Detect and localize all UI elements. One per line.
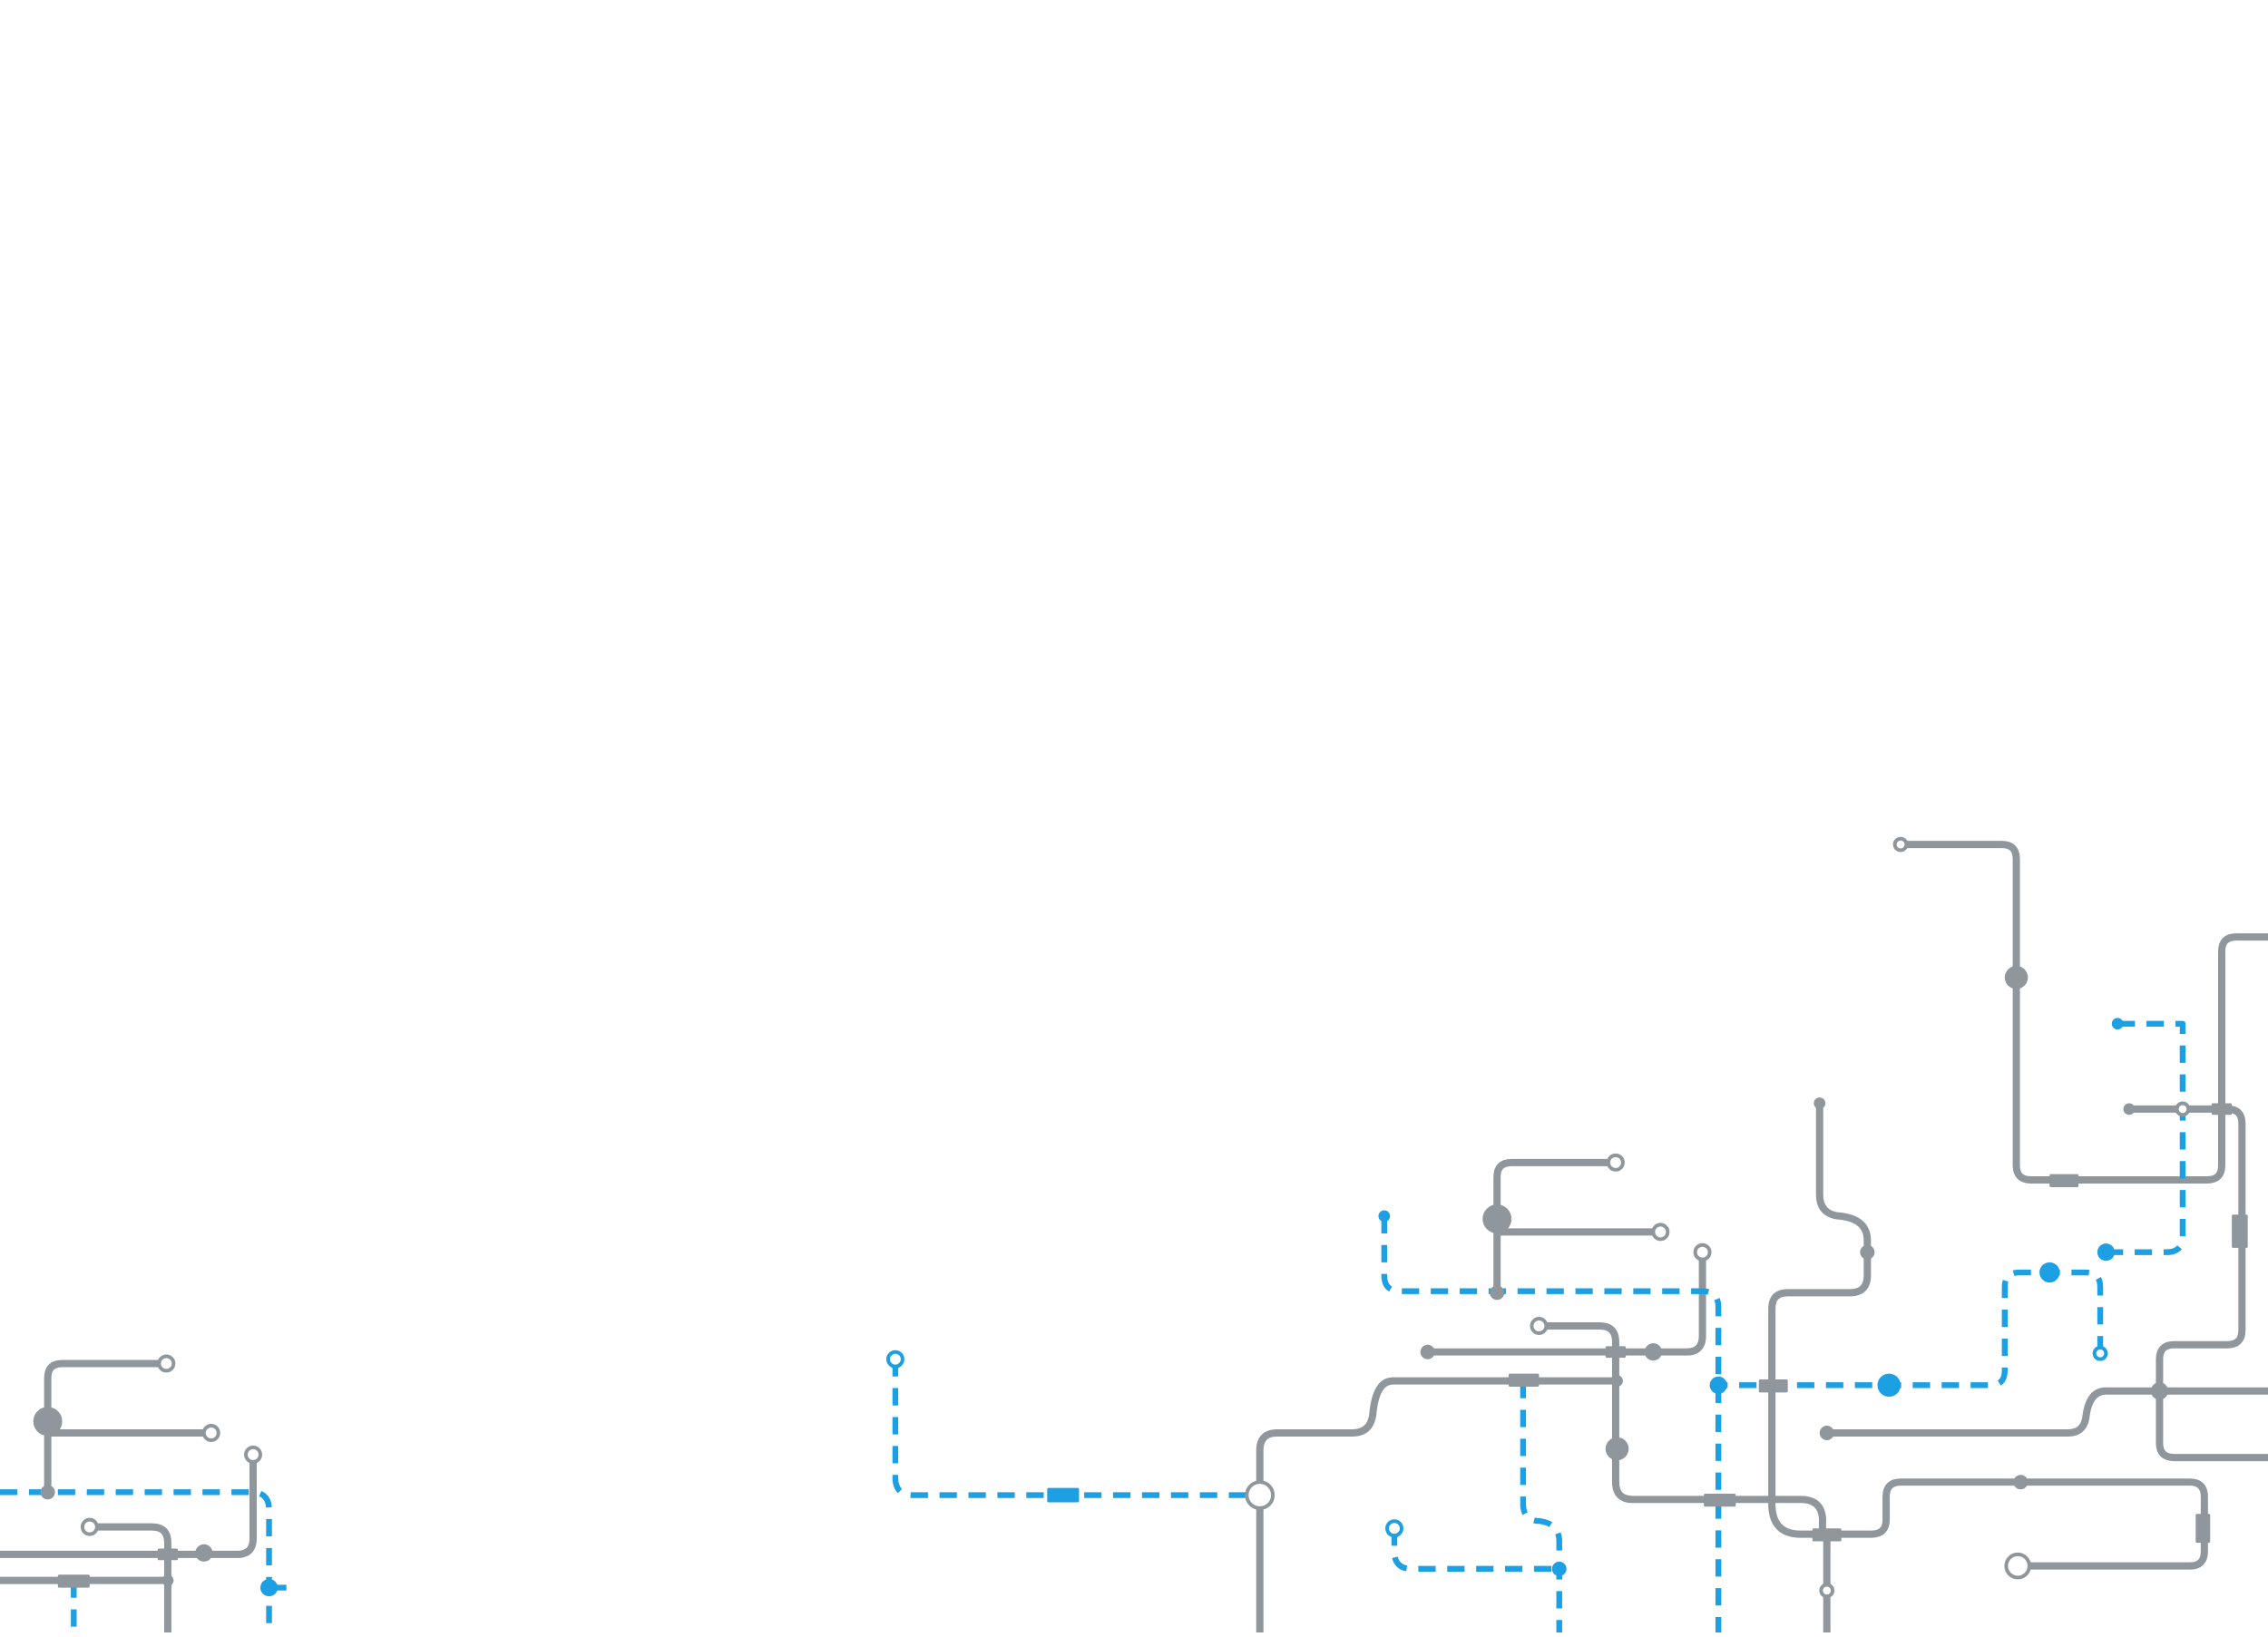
circuit-trace [892,1359,1247,1498]
connector-pad [1704,1493,1736,1507]
filled-nodes [33,966,2168,1597]
connector-pad [2195,1514,2211,1544]
node-dot [1420,1344,1435,1359]
circuit-trace [85,1523,171,1636]
circuit-trace [1493,1158,1619,1297]
node-ring [2004,1552,2031,1580]
hollow-nodes [80,836,2191,1599]
connector-pad [1812,1528,1842,1542]
node-ring [2175,1101,2191,1117]
circuit-trace [1768,1099,1872,1538]
circuit-trace [1391,1528,1559,1573]
connector-pad [157,1548,179,1561]
node-dot [2039,1262,2060,1283]
node-dot [1877,1373,1901,1398]
circuit-trace [0,1489,272,1632]
node-dot [1551,1561,1567,1576]
circuit-trace [1423,1248,1706,1356]
circuit-trace [1824,1478,2208,1570]
node-dot [1605,1437,1629,1461]
node-dot [1482,1204,1512,1233]
node-ring [2092,1345,2108,1361]
connector-pads [57,1103,2248,1588]
node-dot [33,1407,63,1437]
blue-traces [0,1020,2186,1632]
node-dot [161,1574,174,1586]
node-ring [1245,1480,1276,1510]
node-ring [885,1350,904,1369]
connector-pad [1758,1379,1788,1393]
circuit-trace [1520,1380,1562,1632]
circuit-trace [1823,1387,2268,1437]
connector-pad [1605,1346,1627,1359]
node-dot [2004,966,2028,989]
circuit-trace [1381,1215,1722,1632]
node-dot [259,1579,279,1597]
circuit-trace [0,1450,258,1558]
node-dot [2097,1243,2115,1262]
circuit-trace [2106,1020,2186,1255]
connector-pad [1508,1373,1540,1387]
connector-pad [2232,1214,2248,1248]
connector-pad [2211,1103,2233,1116]
node-dot [1644,1343,1662,1361]
circuit-trace [1256,1377,1619,1636]
node-ring [1385,1519,1403,1538]
node-ring [1892,836,1909,853]
node-dot [1819,1426,1834,1440]
node-dot [1378,1210,1391,1223]
circuit-trace [44,1359,171,1496]
connector-pad [2049,1174,2079,1187]
node-dot [1813,1097,1826,1109]
connector-pad [57,1574,90,1588]
node-dot [2123,1103,2136,1116]
circuit-trace [2125,1105,2268,1462]
node-dot [2013,1475,2028,1490]
gray-traces [0,841,2268,1636]
node-dot [2111,1018,2124,1030]
node-ring [1530,1317,1549,1335]
node-ring [1606,1153,1625,1172]
node-ring [1651,1223,1670,1242]
circuit-trace [1718,1269,2104,1389]
node-ring [1693,1242,1712,1262]
node-dot [1611,1375,1623,1387]
node-ring [201,1424,220,1442]
node-dot [1490,1285,1505,1301]
node-ring [157,1354,176,1373]
node-ring [1819,1583,1835,1599]
node-dot [2150,1382,2168,1400]
circuit-trace [1897,841,2268,1184]
circuit-trace [1535,1322,1826,1538]
node-dot [1860,1244,1875,1260]
node-dot [40,1485,55,1500]
node-dot [1709,1376,1727,1394]
node-dot [195,1544,213,1562]
node-ring [80,1517,99,1536]
node-ring [244,1445,262,1464]
connector-pad [1047,1487,1080,1503]
